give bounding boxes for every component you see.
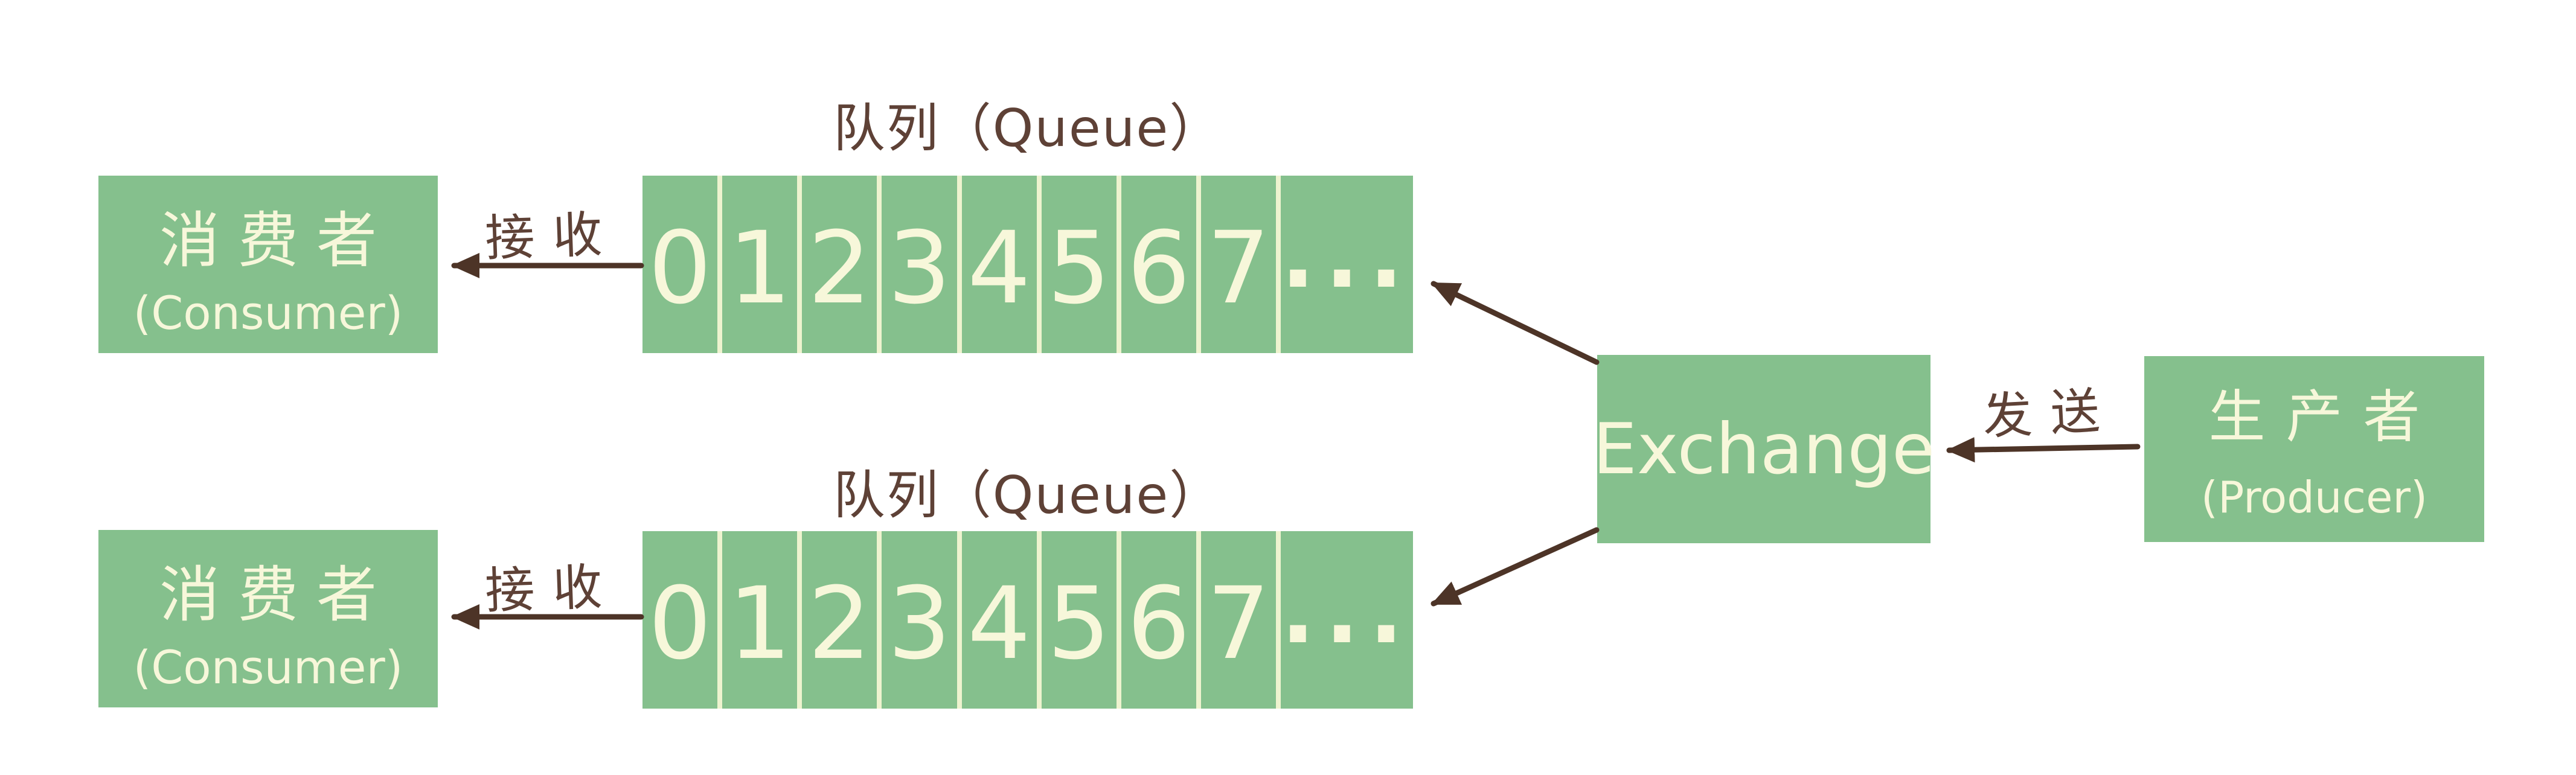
- queue-cell-7: 7: [1201, 531, 1281, 709]
- queue-cell-6: 6: [1121, 531, 1201, 709]
- receive-edge-label-top: 接收: [484, 205, 621, 267]
- exchange-node: Exchange: [1593, 355, 1935, 543]
- queue-cell-1: 1: [722, 176, 803, 353]
- queue-bottom: 0 1 2 3 4 5 6 7 ...: [642, 531, 1413, 709]
- send-edge-label: 发送: [1981, 381, 2119, 446]
- queue-cell-4: 4: [962, 531, 1042, 709]
- queue-cell-3: 3: [882, 176, 962, 353]
- exchange-label: Exchange: [1592, 408, 1935, 490]
- queue-cell-1: 1: [722, 531, 803, 709]
- producer-node: 生产者 (Producer): [2144, 356, 2484, 542]
- queue-caption-top: 队列（Queue）: [833, 98, 1223, 159]
- queue-caption-bottom: 队列（Queue）: [833, 465, 1223, 526]
- consumer-title: 消费者: [159, 205, 395, 276]
- queue-cell-0: 0: [642, 531, 723, 709]
- consumer-title: 消费者: [159, 560, 395, 630]
- queue-cell-7: 7: [1201, 176, 1281, 353]
- receive-edge-label-bottom: 接收: [484, 558, 621, 620]
- queue-top: 0 1 2 3 4 5 6 7 ...: [642, 176, 1413, 353]
- queue-cell-0: 0: [642, 176, 723, 353]
- producer-subtitle: (Producer): [2200, 472, 2428, 523]
- consumer-subtitle: (Consumer): [133, 286, 403, 340]
- consumer-node-top: 消费者 (Consumer): [98, 176, 438, 353]
- consumer-node-bottom: 消费者 (Consumer): [98, 530, 438, 707]
- consumer-subtitle: (Consumer): [133, 640, 403, 694]
- queue-cell-5: 5: [1042, 531, 1121, 709]
- queue-cell-ellipsis: ...: [1281, 559, 1413, 664]
- queue-cell-5: 5: [1042, 176, 1121, 353]
- queue-cell-ellipsis: ...: [1281, 203, 1413, 308]
- queue-cell-2: 2: [802, 531, 882, 709]
- exchange-to-queue-top-arrow: [1431, 281, 1600, 365]
- queue-cell-4: 4: [962, 176, 1042, 353]
- queue-cell-6: 6: [1121, 176, 1201, 353]
- queue-cell-2: 2: [802, 176, 882, 353]
- exchange-to-queue-bottom-arrow: [1431, 527, 1600, 607]
- queue-cell-3: 3: [882, 531, 962, 709]
- producer-title: 生产者: [2208, 384, 2441, 450]
